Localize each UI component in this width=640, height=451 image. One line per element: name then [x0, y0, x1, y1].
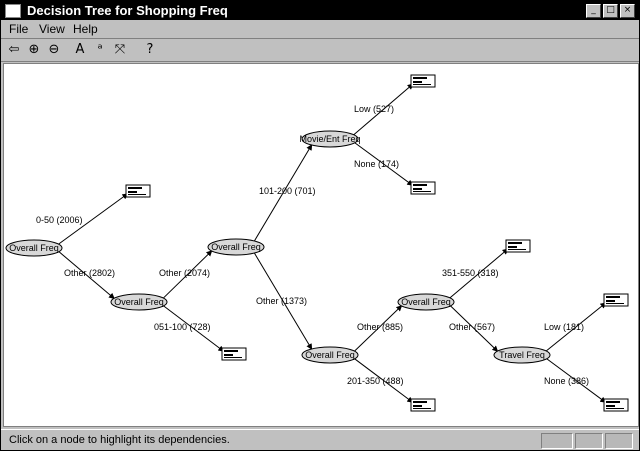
close-button[interactable]: ×	[620, 4, 635, 18]
edge-label: 051-100 (728)	[154, 322, 211, 332]
tree-edge	[253, 144, 313, 242]
minimize-button[interactable]: _	[586, 4, 601, 18]
tree-edge	[253, 252, 313, 350]
window-title: Decision Tree for Shopping Freq	[27, 3, 228, 18]
tree-canvas[interactable]: 0-50 (2006) Other (2802) Other (2074) 051-1…	[3, 63, 639, 427]
toolbar: ⇦ ⊕ ⊖ A ᵃ ⤧ ?	[1, 39, 639, 62]
menu-file[interactable]: File	[9, 22, 29, 36]
leaf-node[interactable]	[505, 239, 531, 253]
tree-edge	[545, 302, 607, 352]
tree-edge	[58, 251, 115, 299]
tree-node[interactable]: Overall Freq	[5, 239, 63, 257]
edge-label: Other (567)	[449, 322, 495, 332]
zoom-out-icon[interactable]: ⊖	[48, 42, 60, 57]
edge-label: None (174)	[354, 159, 399, 169]
node-label: Movie/Ent Freq	[299, 134, 360, 144]
fit-window-icon[interactable]: ⤧	[114, 42, 126, 57]
tree-node[interactable]: Overall Freq	[301, 346, 359, 364]
leaf-node[interactable]	[410, 74, 436, 88]
edge-label: Other (1373)	[256, 296, 307, 306]
leaf-node[interactable]	[603, 398, 629, 412]
title-bar[interactable]: Decision Tree for Shopping Freq _ □ ×	[1, 1, 639, 20]
leaf-node[interactable]	[603, 293, 629, 307]
tree-edge	[353, 83, 414, 136]
menu-view[interactable]: View	[39, 22, 65, 36]
decision-tree-diagram: 0-50 (2006) Other (2802) Other (2074) 051-1…	[5, 74, 629, 412]
node-label: Overall Freq	[305, 350, 355, 360]
node-label: Travel Freq	[499, 350, 545, 360]
menu-bar: File View Help	[1, 20, 639, 39]
status-bar: Click on a node to highlight its depende…	[1, 429, 639, 450]
edge-label: Low (527)	[354, 104, 394, 114]
tree-edge	[354, 358, 414, 403]
tree-edge	[449, 248, 509, 299]
edge-label: Low (181)	[544, 322, 584, 332]
node-label: Overall Freq	[211, 242, 261, 252]
font-decrease-icon[interactable]: ᵃ	[97, 42, 103, 57]
leaf-node[interactable]	[125, 184, 151, 198]
tree-node[interactable]: Movie/Ent Freq	[299, 130, 361, 148]
edge-label: 201-350 (488)	[347, 376, 404, 386]
back-icon[interactable]: ⇦	[8, 42, 20, 57]
status-pane	[605, 433, 633, 449]
tree-node[interactable]: Overall Freq	[397, 293, 455, 311]
node-label: Overall Freq	[9, 243, 59, 253]
maximize-button[interactable]: □	[603, 4, 618, 18]
edge-label: 0-50 (2006)	[36, 215, 83, 225]
leaf-node[interactable]	[221, 347, 247, 361]
help-icon[interactable]: ?	[146, 42, 154, 57]
font-increase-icon[interactable]: A	[75, 42, 85, 57]
tree-node[interactable]: Overall Freq	[207, 238, 265, 256]
leaf-node[interactable]	[410, 398, 436, 412]
node-label: Overall Freq	[401, 297, 451, 307]
tree-node[interactable]: Travel Freq	[493, 346, 551, 364]
tree-edge	[450, 305, 499, 352]
zoom-in-icon[interactable]: ⊕	[28, 42, 40, 57]
tree-edge	[546, 358, 607, 403]
status-text: Click on a node to highlight its depende…	[9, 434, 230, 446]
edge-label: Other (885)	[357, 322, 403, 332]
tree-node[interactable]: Overall Freq	[110, 293, 168, 311]
node-label: Overall Freq	[114, 297, 164, 307]
status-pane	[575, 433, 603, 449]
tree-edge	[354, 142, 414, 186]
edge-label: Other (2074)	[159, 268, 210, 278]
edge-label: None (386)	[544, 376, 589, 386]
edge-label: 101-200 (701)	[259, 186, 316, 196]
tree-edge	[58, 193, 129, 245]
tree-edge	[354, 305, 403, 352]
tree-edge	[163, 305, 225, 352]
edge-label: 351-550 (318)	[442, 268, 499, 278]
status-pane	[541, 433, 573, 449]
tree-edge	[163, 250, 213, 299]
app-icon[interactable]	[5, 4, 21, 18]
edge-label: Other (2802)	[64, 268, 115, 278]
leaf-node[interactable]	[410, 181, 436, 195]
menu-help[interactable]: Help	[73, 22, 98, 36]
